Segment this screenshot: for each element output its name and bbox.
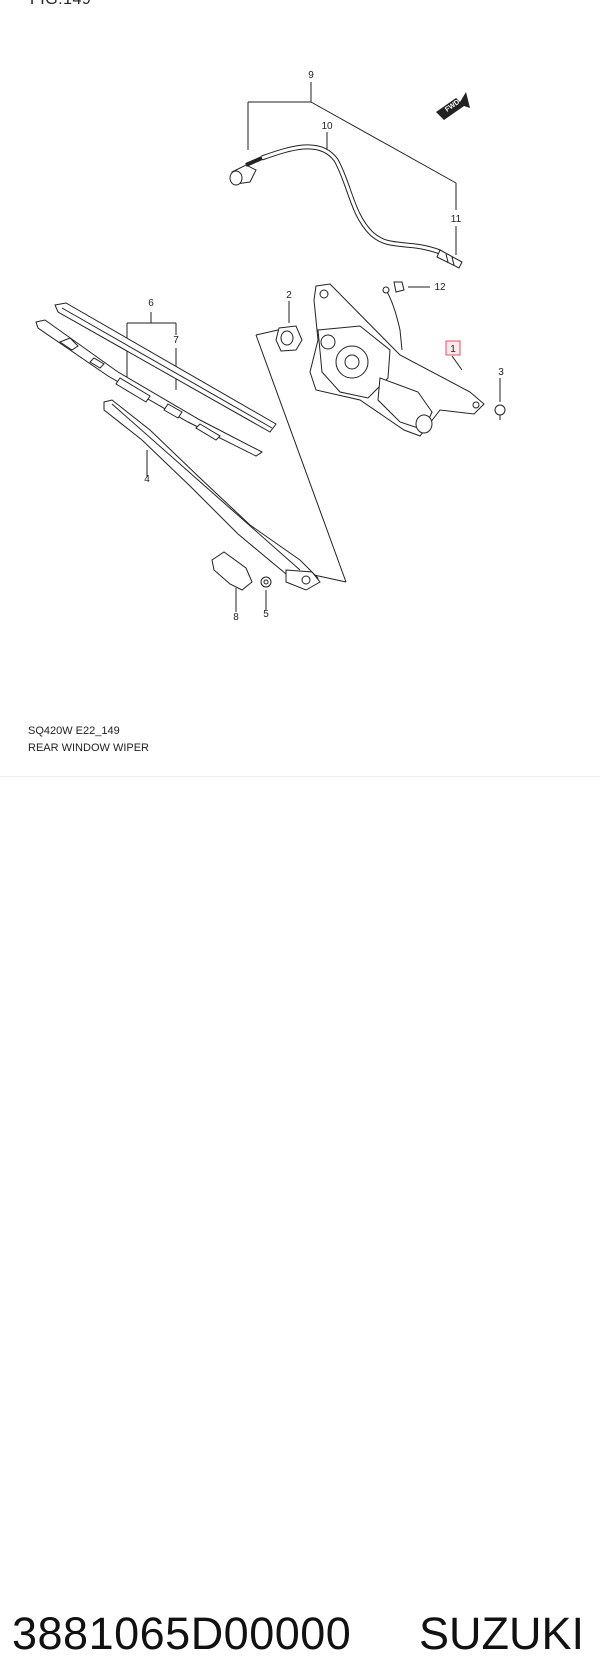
callout-1-highlight[interactable] xyxy=(445,340,461,356)
callout-1[interactable]: 1 xyxy=(450,344,456,355)
callout-5[interactable]: 5 xyxy=(263,609,269,620)
exploded-parts-diagram: FWD 1 2 3 4 5 6 7 8 9 10 11 12 xyxy=(35,70,506,623)
callout-7[interactable]: 7 xyxy=(173,335,179,346)
figure-title: FIG.149 xyxy=(30,0,91,9)
brand-name: SUZUKI xyxy=(418,1608,584,1659)
callout-3[interactable]: 3 xyxy=(498,367,504,378)
callout-6[interactable]: 6 xyxy=(148,298,154,309)
callout-2[interactable]: 2 xyxy=(286,290,292,301)
diagram-caption: REAR WINDOW WIPER xyxy=(28,742,149,754)
callout-12[interactable]: 12 xyxy=(434,282,446,293)
callout-10[interactable]: 10 xyxy=(321,121,333,132)
divider xyxy=(0,776,600,777)
part-number: 3881065D00000 xyxy=(12,1608,352,1659)
callout-9[interactable]: 9 xyxy=(308,70,314,81)
callout-11[interactable]: 11 xyxy=(451,214,462,225)
fwd-arrow-icon: FWD xyxy=(436,92,470,120)
parts-diagram-panel: FIG.149 xyxy=(0,0,600,776)
callout-4[interactable]: 4 xyxy=(144,474,150,485)
diagram-code: SQ420W E22_149 xyxy=(28,725,120,737)
product-info: 3881065D00000 SUZUKI xyxy=(0,777,600,1659)
callout-8[interactable]: 8 xyxy=(233,612,239,623)
